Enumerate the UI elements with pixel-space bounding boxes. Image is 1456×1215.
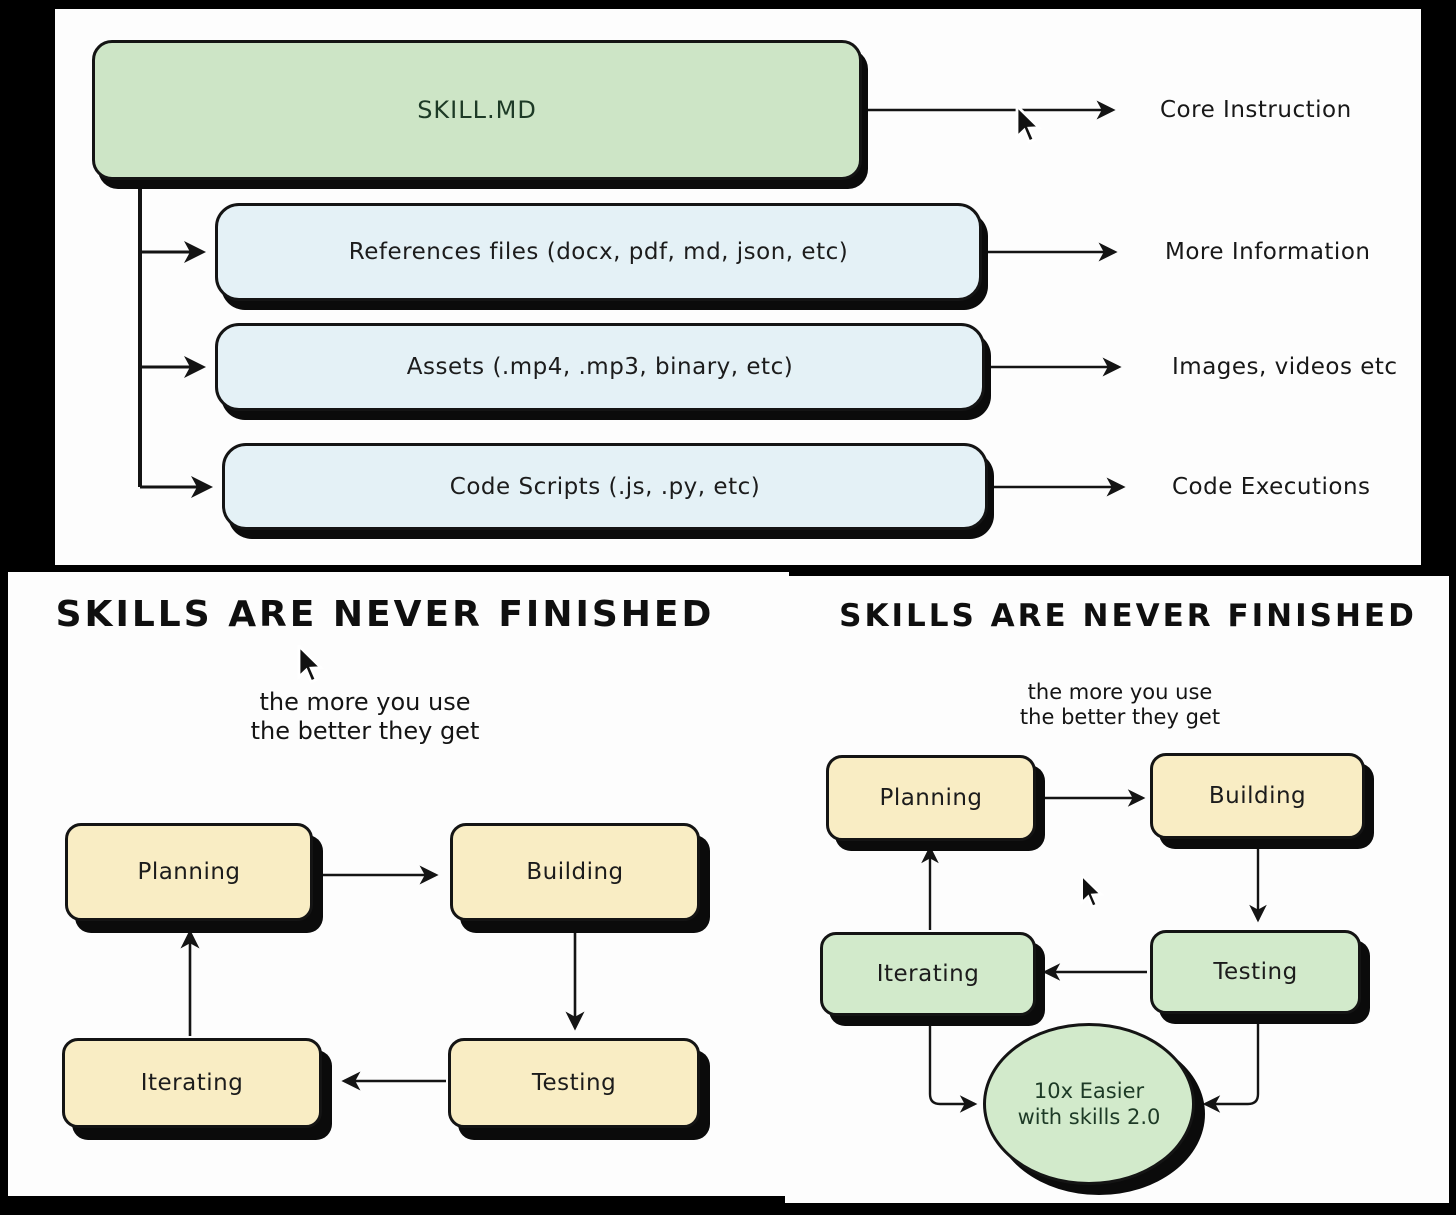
node-result-ellipse: 10x Easier with skills 2.0: [983, 1023, 1195, 1185]
result-line-1: 10x Easier: [1033, 1079, 1145, 1103]
annotation-images-videos: Images, videos etc: [1172, 354, 1398, 380]
node-planning-label: Planning: [137, 859, 241, 885]
node-planning: Planning: [826, 755, 1036, 841]
mouse-cursor-icon: [297, 645, 325, 684]
panel-subtitle: the more you use the better they get: [1020, 680, 1220, 730]
skill-anatomy-panel: SKILL.MD References files (docx, pdf, md…: [55, 9, 1421, 565]
mouse-cursor-icon: [1080, 874, 1105, 909]
node-testing-label: Testing: [531, 1070, 617, 1096]
subtitle-line-2: the better they get: [250, 717, 480, 745]
subtitle-line-1: the more you use: [1027, 680, 1213, 704]
node-code-scripts-label: Code Scripts (.js, .py, etc): [449, 473, 761, 500]
annotation-code-executions: Code Executions: [1172, 474, 1371, 500]
node-iterating-label: Iterating: [876, 961, 980, 987]
subtitle-line-1: the more you use: [259, 688, 471, 716]
node-references-files-label: References files (docx, pdf, md, json, e…: [348, 239, 849, 265]
skills-cycle-panel-right: SKILLS ARE NEVER FINISHED the more you u…: [785, 576, 1449, 1203]
result-line-2: with skills 2.0: [1017, 1105, 1161, 1129]
node-code-scripts: Code Scripts (.js, .py, etc): [222, 443, 988, 530]
mouse-cursor-icon: [1015, 105, 1043, 144]
arrow-testing-to-result: [1202, 1016, 1260, 1113]
annotation-more-information: More Information: [1165, 239, 1371, 265]
annotation-core-instruction: Core Instruction: [1160, 97, 1352, 123]
node-testing: Testing: [448, 1038, 700, 1128]
node-iterating: Iterating: [62, 1038, 322, 1128]
panel-title: SKILLS ARE NEVER FINISHED: [55, 594, 715, 635]
node-building: Building: [1150, 753, 1365, 839]
skills-cycle-panel-left: SKILLS ARE NEVER FINISHED the more you u…: [8, 572, 789, 1196]
node-building-label: Building: [1208, 783, 1307, 809]
node-building: Building: [450, 823, 700, 921]
node-assets: Assets (.mp4, .mp3, binary, etc): [215, 323, 985, 411]
node-planning: Planning: [65, 823, 313, 921]
node-testing-label: Testing: [1213, 959, 1298, 985]
node-skill-md: SKILL.MD: [92, 40, 862, 180]
cycle-left-connectors: [180, 865, 585, 1091]
subtitle-line-2: the better they get: [1019, 705, 1221, 729]
node-testing: Testing: [1150, 930, 1361, 1014]
panel-title: SKILLS ARE NEVER FINISHED: [839, 598, 1417, 634]
node-iterating: Iterating: [820, 932, 1036, 1016]
node-references-files: References files (docx, pdf, md, json, e…: [215, 203, 982, 301]
node-skill-md-label: SKILL.MD: [417, 96, 537, 124]
panel-subtitle: the more you use the better they get: [251, 688, 480, 746]
arrow-iterating-to-result: [928, 1018, 978, 1113]
node-planning-label: Planning: [879, 785, 983, 811]
skill-anatomy-connectors: [138, 100, 1126, 498]
node-assets-label: Assets (.mp4, .mp3, binary, etc): [406, 354, 794, 380]
cycle-right-connectors: [921, 789, 1267, 1113]
node-iterating-label: Iterating: [140, 1070, 244, 1096]
node-building-label: Building: [526, 859, 624, 885]
